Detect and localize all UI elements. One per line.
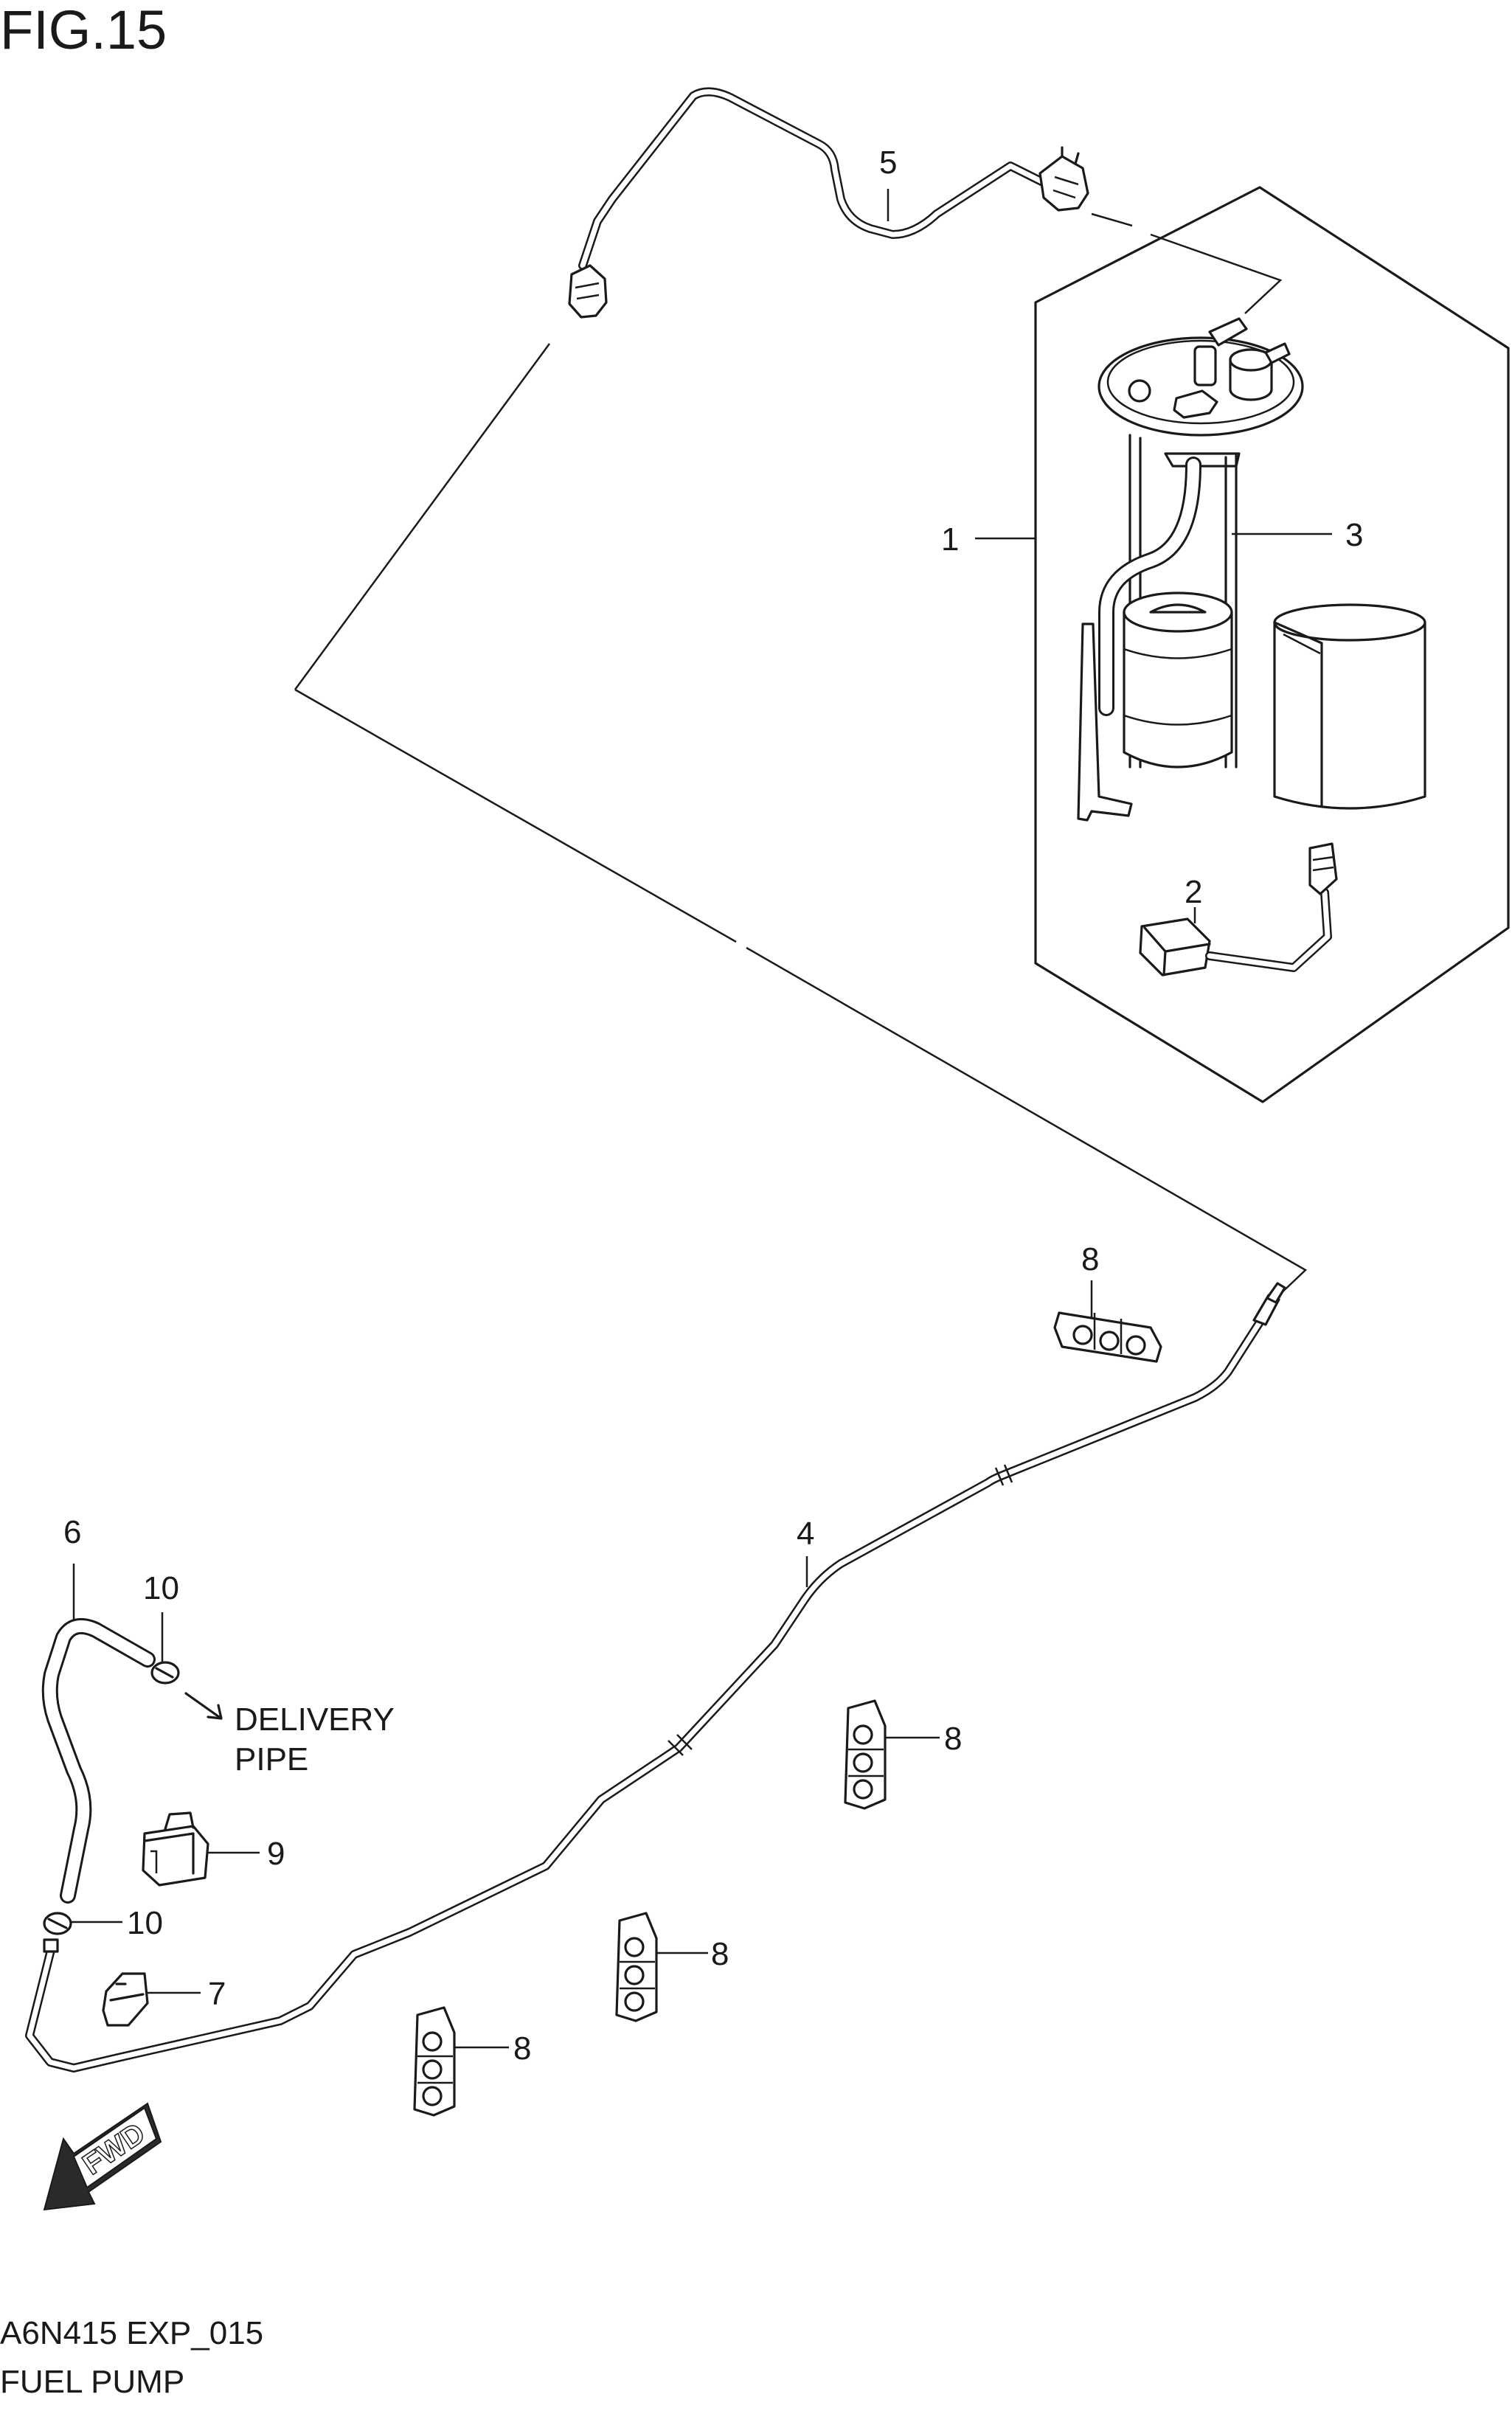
figure-code: A6N415 EXP_015 [0,2315,263,2351]
callout-8-mid: 8 [944,1721,962,1757]
part-8-clamp-mid [844,1699,887,1810]
projection-lines [294,212,1308,1299]
part-9-bracket [142,1811,209,1887]
delivery-pipe-arrow [184,1692,223,1720]
part-10-hose-clamp-lower [43,1912,72,1935]
callout-2: 2 [1185,874,1202,910]
pump-filter-sleeve [1273,603,1426,810]
part-7-clip [102,1972,149,2027]
callout-8-top: 8 [1081,1241,1099,1277]
callout-3: 3 [1345,517,1363,553]
callout-9: 9 [267,1836,285,1872]
figure-title: FIG.15 [0,0,167,60]
callout-10-lower: 10 [127,1905,163,1941]
callout-8-bottom: 8 [513,2030,531,2067]
callout-6: 6 [63,1514,81,1550]
part-8-clamp-bottom [413,2006,456,2117]
part-3-pump-module [1077,317,1304,822]
callout-8-low: 8 [711,1936,729,1972]
assembly-box [1034,186,1510,1103]
callout-5: 5 [879,145,897,181]
part-5-fuel-hose [568,87,1089,319]
part-8-clamp-low [615,1912,658,2022]
part-10-hose-clamp-upper [150,1661,180,1685]
part-8-clamp-top [1053,1311,1162,1363]
callout-10-upper: 10 [143,1570,179,1606]
part-4-fuel-pipe [25,1282,1286,2072]
callout-1: 1 [941,521,959,558]
fwd-direction-arrow: FWD [43,2102,162,2211]
part-2-level-sensor [1139,842,1338,976]
part-6-rubber-hose [41,1617,156,1904]
figure-name: FUEL PUMP [0,2364,184,2400]
delivery-pipe-label-line1: DELIVERY [235,1701,395,1738]
callout-7: 7 [208,1976,226,2012]
callout-4: 4 [797,1516,814,1552]
delivery-pipe-label-line2: PIPE [235,1741,308,1777]
